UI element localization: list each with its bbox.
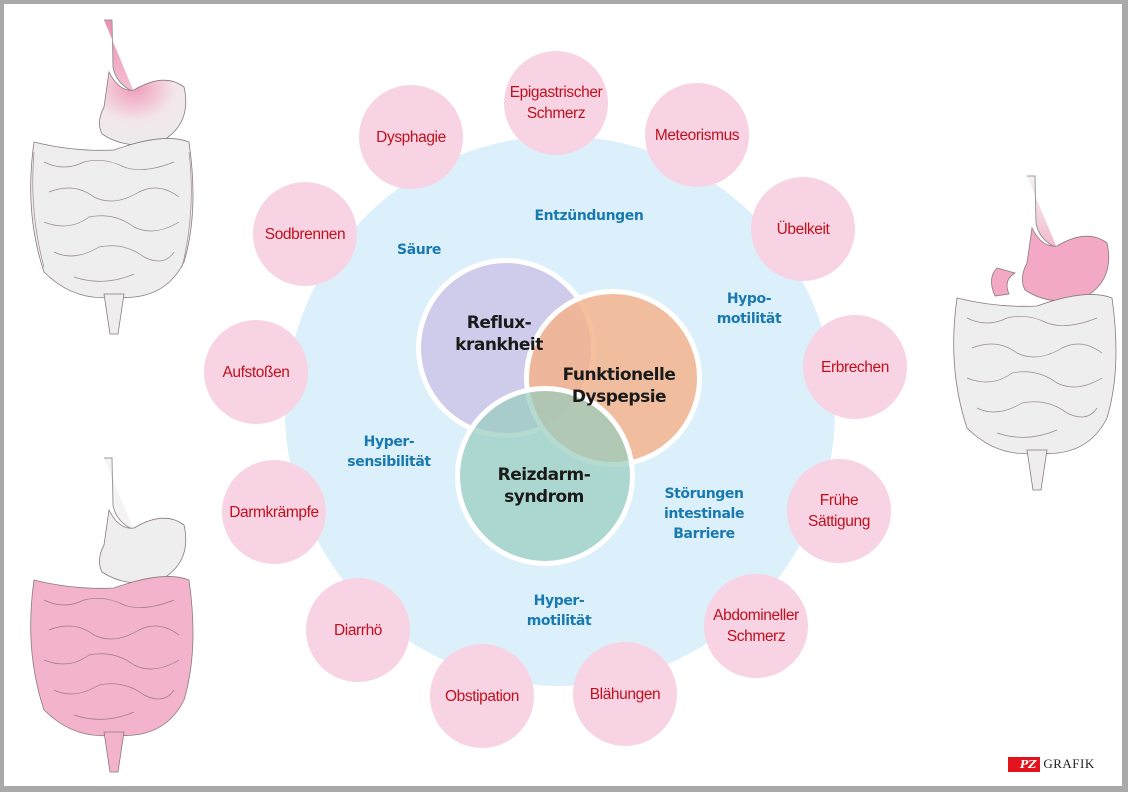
label-line: Störungen: [664, 486, 744, 502]
label-line: Funktionelle: [562, 365, 676, 385]
label-line: Barriere: [673, 526, 735, 542]
label-line: Hypo-: [726, 291, 772, 307]
label-line: intestinale: [663, 506, 745, 522]
label-line: motilität: [526, 613, 592, 629]
venn-label-refluxkrankheit: Reflux- krankheit: [444, 312, 554, 356]
label-line: Übelkeit: [776, 220, 830, 238]
label-line: Meteorismus: [654, 126, 740, 144]
mechanism-saeure: Säure: [379, 240, 459, 260]
label-line: syndrom: [504, 487, 584, 507]
label-line: Hyper-: [363, 434, 415, 450]
label-line: Aufstoßen: [222, 363, 290, 381]
label-line: Dyspepsie: [571, 387, 667, 407]
symptom-sodbrennen: Sodbrennen: [253, 182, 357, 286]
label-line: Obstipation: [444, 687, 519, 705]
pz-grafik-logo: PZ GRAFIK: [1008, 756, 1095, 772]
symptom-erbrechen: Erbrechen: [803, 315, 907, 419]
mechanism-entzuendungen: Entzündungen: [514, 206, 664, 226]
label-line: Erbrechen: [821, 358, 889, 376]
mechanism-hypersensibilitaet: Hyper- sensibilität: [329, 432, 449, 472]
digestive-tract-top-left-illustration: [30, 19, 194, 335]
mechanism-hypomotilitaet: Hypo- motilität: [699, 289, 799, 329]
label-line: Darmkrämpfe: [229, 503, 319, 521]
label-line: Entzündungen: [534, 208, 644, 224]
mechanism-stoerungen-intestinale-barriere: Störungen intestinale Barriere: [644, 484, 764, 544]
logo-mark: PZ: [1008, 756, 1041, 772]
label-line: Frühe: [819, 492, 859, 509]
label-line: Sättigung: [808, 513, 870, 530]
venn-label-reizdarmsyndrom: Reizdarm- syndrom: [484, 464, 604, 508]
symptom-uebelkeit: Übelkeit: [751, 177, 855, 281]
infographic-frame: Reflux- krankheit Funktionelle Dyspepsie…: [4, 4, 1122, 786]
stomach: [99, 70, 187, 146]
symptom-meteorismus: Meteorismus: [645, 83, 749, 187]
label-line: Schmerz: [526, 105, 586, 122]
label-line: Schmerz: [726, 628, 786, 645]
label-line: Blähungen: [589, 685, 661, 703]
label-line: motilität: [716, 311, 782, 327]
venn-circle-reizdarmsyndrom: [455, 386, 635, 566]
small-intestine: [30, 138, 194, 299]
symptom-obstipation: Obstipation: [430, 644, 534, 748]
rectum: [103, 293, 125, 335]
label-line: Diarrhö: [333, 621, 383, 639]
symptom-blaehungen: Blähungen: [573, 642, 677, 746]
symptom-diarrhoe: Diarrhö: [306, 578, 410, 682]
label-line: Epigastrischer: [509, 84, 603, 101]
label-line: Dysphagie: [376, 128, 446, 146]
symptom-dysphagie: Dysphagie: [359, 85, 463, 189]
label-line: sensibilität: [347, 454, 431, 470]
venn-label-funktionelle-dyspepsie: Funktionelle Dyspepsie: [544, 364, 694, 408]
label-line: Hyper-: [533, 593, 585, 609]
label-line: Reflux-: [466, 313, 532, 333]
label-line: krankheit: [455, 335, 543, 355]
symptom-darmkraempfe: Darmkrämpfe: [222, 460, 326, 564]
symptom-aufstossen: Aufstoßen: [204, 320, 308, 424]
label-line: Säure: [397, 242, 441, 258]
label-line: Abdomineller: [713, 607, 799, 624]
label-line: Reizdarm-: [497, 465, 591, 485]
digestive-tract-bottom-left-illustration: [30, 457, 194, 773]
logo-text: GRAFIK: [1043, 756, 1095, 771]
digestive-tract-right-illustration: [953, 175, 1117, 491]
label-line: Sodbrennen: [264, 225, 346, 243]
mechanism-hypermotilitaet: Hyper- motilität: [509, 591, 609, 631]
